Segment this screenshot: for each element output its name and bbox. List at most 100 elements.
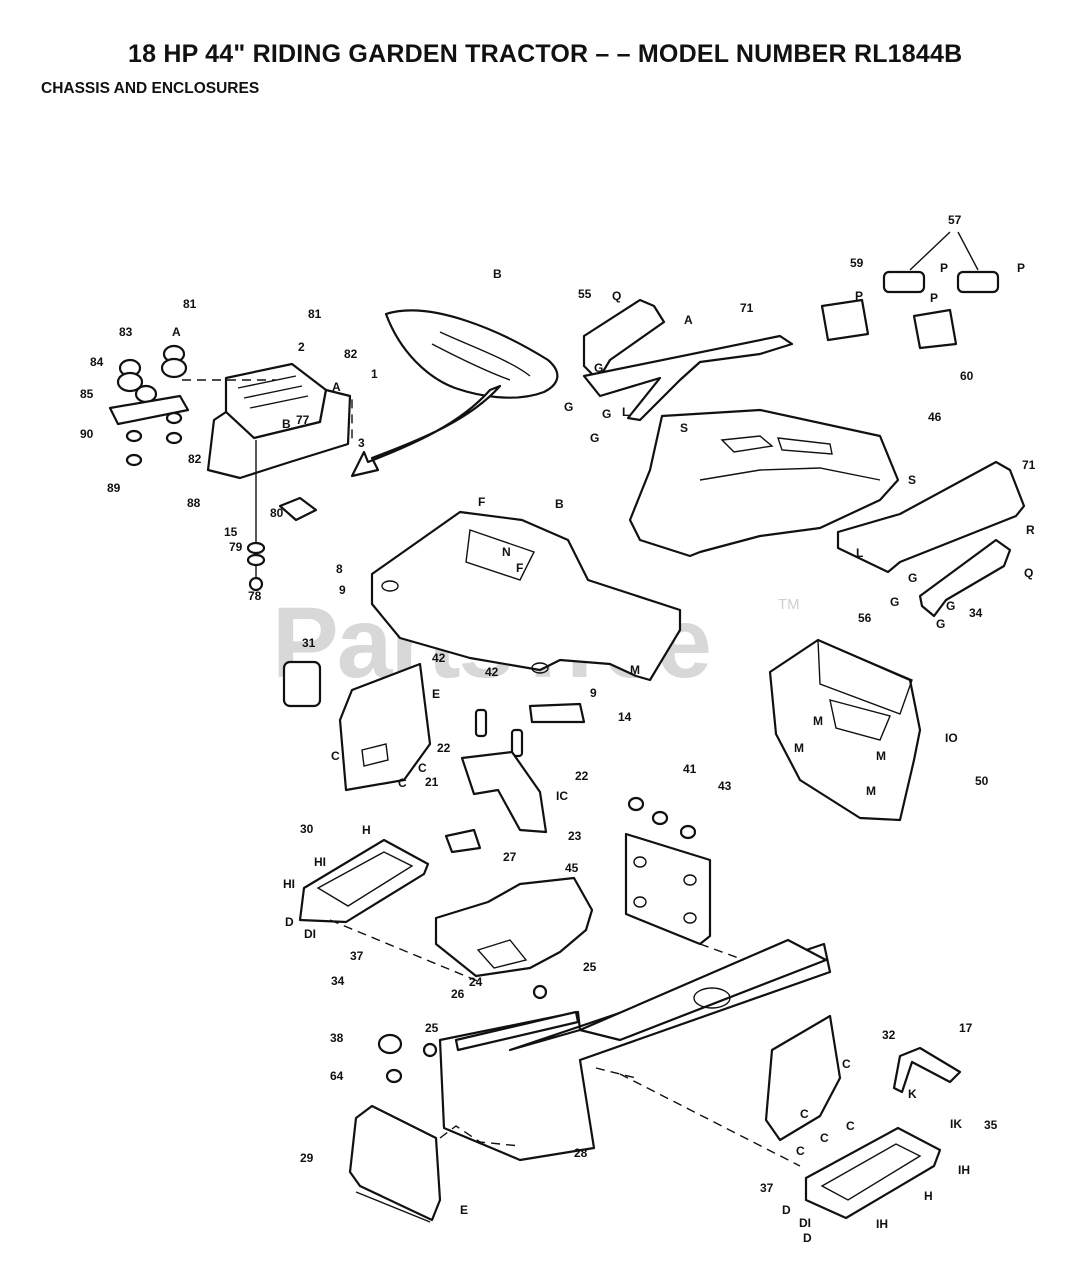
rear-bracket[interactable]	[918, 538, 1012, 618]
part-callout-number: 24	[469, 975, 483, 989]
connection-letter: C	[800, 1107, 809, 1121]
footrest-left[interactable]	[298, 838, 430, 924]
connection-letter: HI	[283, 877, 295, 891]
part-callout-number: 27	[503, 850, 517, 864]
part-callout-number: 21	[425, 775, 439, 789]
washers[interactable]	[125, 411, 183, 467]
part-callout-number: 14	[618, 710, 632, 724]
connection-letter: P	[855, 289, 863, 303]
spring-plate[interactable]	[108, 394, 190, 426]
part-callout-number: 35	[984, 1118, 998, 1132]
connection-letter: G	[936, 617, 945, 631]
part-callout-number: 71	[740, 301, 754, 315]
bumper-and-nut[interactable]	[377, 984, 548, 1084]
seat-direction-arrow	[350, 384, 502, 478]
part-callout-number: 45	[565, 861, 579, 875]
part-callout-number: 23	[568, 829, 582, 843]
pedal-pad[interactable]	[444, 828, 482, 854]
connection-letter: A	[684, 313, 693, 327]
connection-letter: G	[594, 361, 603, 375]
part-callout-number: 89	[107, 481, 121, 495]
part-callout-number: 41	[683, 762, 697, 776]
reflector[interactable]	[282, 660, 322, 708]
grille-assembly[interactable]	[768, 638, 922, 822]
main-frame[interactable]	[438, 938, 832, 1162]
connection-letter: Q	[612, 289, 621, 303]
connection-letter: E	[460, 1203, 468, 1217]
seat[interactable]	[384, 309, 559, 399]
part-callout-number: 22	[575, 769, 589, 783]
connection-letter: D	[782, 1203, 791, 1217]
part-callout-number: 3	[358, 436, 365, 450]
fender-springs[interactable]	[474, 708, 524, 758]
plate-holes	[633, 856, 697, 924]
fender-support[interactable]	[460, 750, 548, 834]
frame-rail-left[interactable]	[582, 334, 794, 422]
headlight-lenses[interactable]	[820, 298, 958, 350]
connection-letter: DI	[304, 927, 316, 941]
part-callout-number: 88	[187, 496, 201, 510]
battery-tray[interactable]	[434, 876, 594, 978]
connection-letter: M	[813, 714, 823, 728]
connection-letter: L	[856, 546, 863, 560]
seat-springs[interactable]	[116, 344, 188, 404]
seat-bracket[interactable]	[206, 388, 352, 480]
connection-letter: C	[398, 776, 407, 790]
part-callout-number: 9	[590, 686, 597, 700]
part-callout-number: 42	[432, 651, 446, 665]
seat-hardware[interactable]	[246, 541, 266, 592]
connection-letter: D	[803, 1231, 812, 1245]
fender-bracket[interactable]	[528, 702, 586, 724]
part-callout-number: 17	[959, 1021, 973, 1035]
connection-letter: F	[478, 495, 485, 509]
frame-support-plate[interactable]	[624, 832, 712, 946]
connection-letter: F	[516, 561, 523, 575]
connection-letter: C	[796, 1144, 805, 1158]
part-callout-number: 42	[485, 665, 499, 679]
connection-letter: G	[602, 407, 611, 421]
connection-letter: H	[924, 1189, 933, 1203]
part-callout-number: 34	[969, 606, 983, 620]
connection-letter: A	[172, 325, 181, 339]
fender[interactable]	[370, 510, 682, 682]
part-callout-number: 15	[224, 525, 238, 539]
connection-letter: D	[285, 915, 294, 929]
watermark-trademark: TM	[778, 596, 800, 613]
connection-letter: HI	[314, 855, 326, 869]
connection-letter: M	[630, 663, 640, 677]
part-callout-number: 90	[80, 427, 94, 441]
connection-letter: IC	[556, 789, 568, 803]
side-panel[interactable]	[764, 1014, 842, 1142]
frame-rail-right[interactable]	[836, 460, 1026, 574]
rear-skirt[interactable]	[348, 1104, 442, 1223]
part-callout-number: 85	[80, 387, 94, 401]
seat-pan-support[interactable]	[582, 298, 666, 382]
part-callout-number: 9	[339, 583, 346, 597]
dash-panel[interactable]	[338, 662, 432, 792]
torsion-bar[interactable]	[454, 1010, 580, 1052]
footrest-right[interactable]	[804, 1126, 942, 1220]
part-callout-number: 34	[331, 974, 345, 988]
part-callout-number: 2	[298, 340, 305, 354]
hood-linkage[interactable]	[892, 1046, 962, 1094]
headlamps[interactable]	[882, 270, 1000, 294]
pivot-clip[interactable]	[278, 496, 318, 522]
part-callout-number: 31	[302, 636, 316, 650]
part-callout-number: 32	[882, 1028, 896, 1042]
connection-letter: P	[1017, 261, 1025, 275]
part-callout-number: 37	[350, 949, 364, 963]
hood[interactable]	[628, 408, 900, 558]
connection-letter: H	[362, 823, 371, 837]
connection-letter: P	[930, 291, 938, 305]
connection-letter: R	[1026, 523, 1035, 537]
diagram-title: 18 HP 44" RIDING GARDEN TRACTOR – – MODE…	[128, 40, 963, 68]
connection-letter: IK	[950, 1117, 962, 1131]
hood-nuts[interactable]	[627, 796, 697, 840]
connection-letter: N	[502, 545, 511, 559]
seat-pan[interactable]	[224, 362, 328, 440]
part-callout-number: 43	[718, 779, 732, 793]
connection-letter: G	[890, 595, 899, 609]
diagram-subtitle: CHASSIS AND ENCLOSURES	[41, 80, 260, 97]
connection-letter: B	[493, 267, 502, 281]
